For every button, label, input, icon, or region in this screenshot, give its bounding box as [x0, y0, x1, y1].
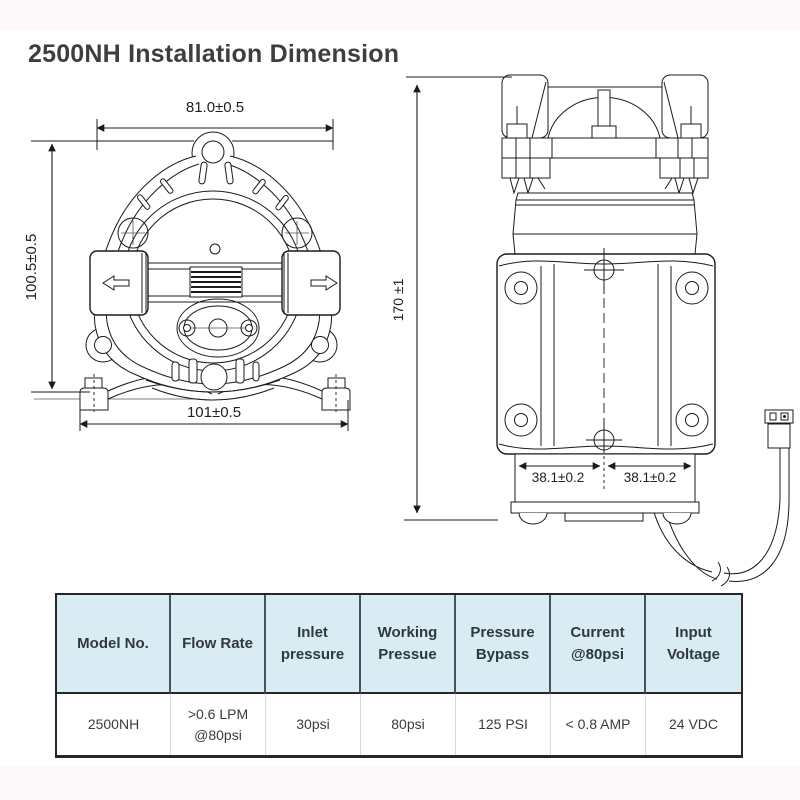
front-right-port: [281, 250, 341, 316]
installation-dimension-drawing: 81.0±0.5 100.5±0.5 101±0.5: [23, 74, 794, 587]
spec-header-cell: Pressure Bypass: [456, 595, 551, 694]
dim-mount-left: 38.1±0.2: [532, 470, 584, 485]
front-mounting-bracket: [79, 374, 351, 412]
dim-height-side: 170 ±1: [390, 278, 406, 321]
side-mount-dimension: 38.1±0.2 38.1±0.2: [518, 450, 692, 492]
side-head-assembly: [501, 74, 709, 195]
page-title: 2500NH Installation Dimension: [28, 40, 400, 68]
bottom-margin-strip: [0, 767, 800, 800]
spec-header-cell: Input Voltage: [646, 595, 741, 694]
spec-header-cell: Inlet pressure: [266, 595, 361, 694]
flow-inlet-arrow-icon: [310, 275, 338, 291]
dim-width-top: 81.0±0.5: [186, 99, 244, 116]
front-bottom-left-hole: [94, 336, 112, 354]
spec-header-cell: Model No.: [57, 595, 171, 694]
spec-value-cell: < 0.8 AMP: [551, 694, 646, 755]
front-switch-plate: [176, 298, 260, 358]
side-neck: [512, 192, 698, 255]
side-height-dimension: 170 ±1: [390, 76, 512, 521]
front-bottom-detail: [145, 358, 281, 401]
spec-header-cell: Flow Rate: [171, 595, 266, 694]
front-bottom-right-hole: [311, 336, 329, 354]
front-left-port: [89, 250, 149, 316]
spec-value-cell: 80psi: [361, 694, 456, 755]
spec-value-cell: 125 PSI: [456, 694, 551, 755]
side-view-drawing: 38.1±0.2 38.1±0.2 170 ±1: [390, 74, 794, 587]
top-margin-strip: [0, 0, 800, 30]
dim-mount-right: 38.1±0.2: [624, 470, 676, 485]
power-connector: [764, 409, 794, 449]
side-motor-body: [496, 248, 716, 455]
flow-outlet-arrow-icon: [102, 275, 130, 291]
spec-header-cell: Working Pressue: [361, 595, 456, 694]
spec-value-cell: 2500NH: [57, 694, 171, 755]
spec-header-cell: Current @80psi: [551, 595, 646, 694]
front-center-pin: [209, 243, 221, 255]
spec-value-cell: 30psi: [266, 694, 361, 755]
wire-break-mark: [711, 561, 721, 582]
front-dimensions: 81.0±0.5 100.5±0.5 101±0.5: [23, 99, 349, 431]
spec-value-cell: 24 VDC: [668, 716, 719, 733]
front-view-drawing: 81.0±0.5 100.5±0.5 101±0.5: [23, 99, 351, 431]
side-right-foot: [662, 512, 692, 525]
side-clamp-band: [501, 137, 709, 159]
side-left-foot: [518, 512, 548, 525]
front-port-channel: [148, 262, 282, 303]
spec-value-cell: >0.6 LPM @80psi: [171, 694, 266, 755]
side-center-stem: [597, 89, 611, 127]
front-top-ear-hole: [201, 140, 225, 164]
side-base: [510, 453, 700, 525]
dim-height-front: 100.5±0.5: [23, 234, 40, 301]
dim-width-bottom: 101±0.5: [187, 404, 241, 421]
front-vent-slots: [137, 161, 289, 211]
